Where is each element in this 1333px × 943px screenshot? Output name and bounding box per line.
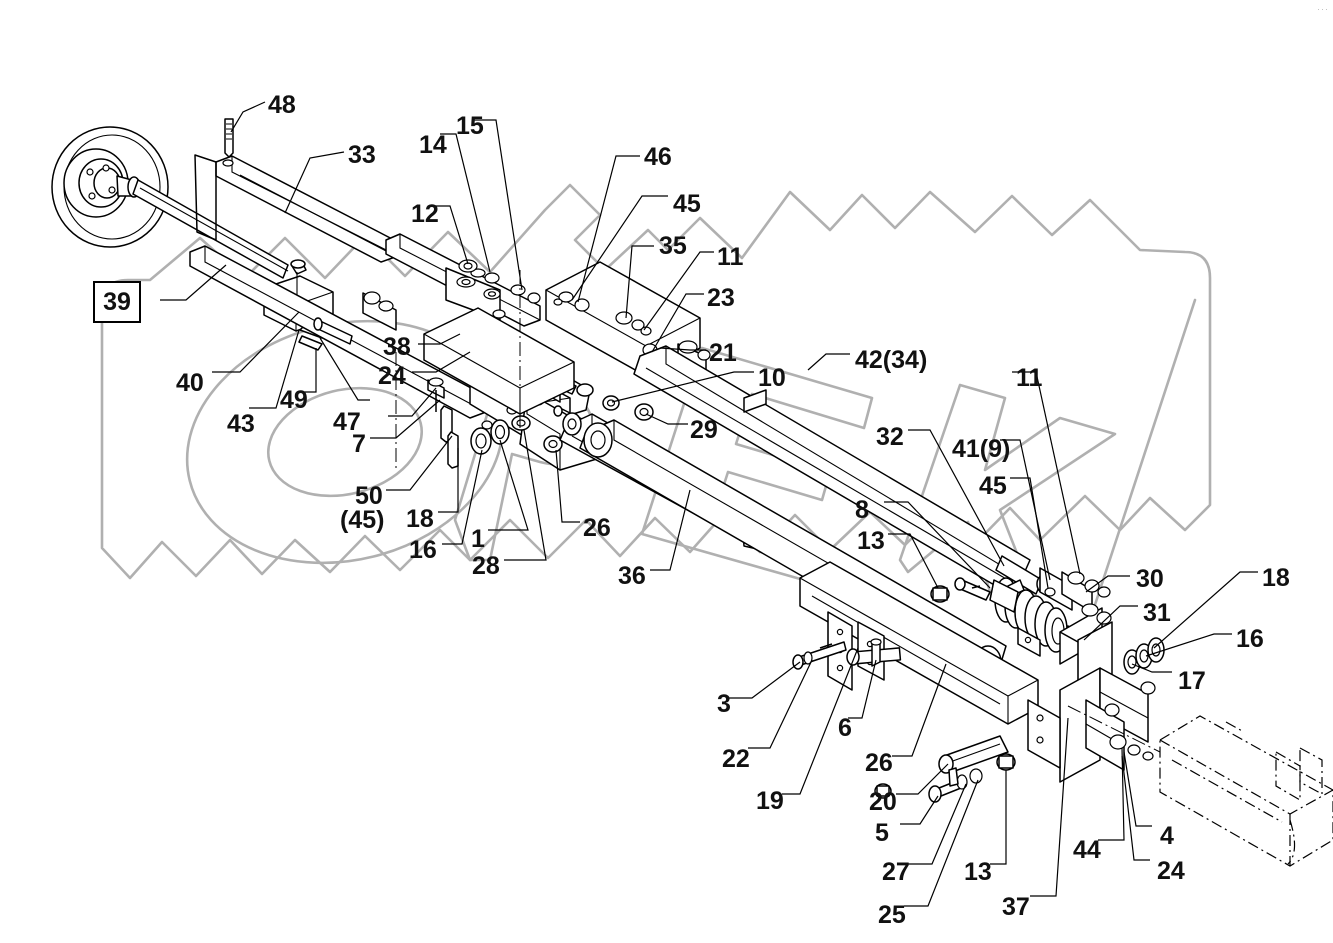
- callout-49: 49: [280, 386, 308, 414]
- callout-20: 20: [869, 788, 897, 816]
- callout-41-9: 41(9): [952, 435, 1011, 463]
- callout-11-a: 11: [717, 243, 744, 271]
- leader-lines: [160, 101, 1258, 907]
- callout-28: 28: [472, 552, 500, 580]
- callout-26-a: 26: [583, 514, 611, 542]
- callout-35: 35: [659, 232, 687, 260]
- watermark-opex: [100, 183, 1212, 622]
- callout-31: 31: [1143, 599, 1171, 627]
- callout-15: 15: [456, 112, 484, 140]
- corner-mark: ···: [1317, 4, 1329, 14]
- callout-16-b: 16: [1236, 625, 1264, 653]
- callout-16-a: 16: [409, 536, 437, 564]
- callout-24-b: 24: [1157, 857, 1185, 885]
- callout-40: 40: [176, 369, 204, 397]
- callout-43: 43: [227, 410, 255, 438]
- callout-46: 46: [644, 143, 672, 171]
- callout-13-a: 13: [857, 527, 885, 555]
- frame-beam: [792, 561, 1039, 725]
- callout-13-b: 13: [964, 858, 992, 886]
- callout-6: 6: [838, 714, 852, 742]
- callout-21: 21: [709, 339, 737, 367]
- callout-12: 12: [411, 200, 439, 228]
- callout-24-a: 24: [378, 362, 406, 390]
- callout-48: 48: [268, 91, 296, 119]
- callout-50: 50: [355, 482, 383, 510]
- callout-29: 29: [690, 416, 718, 444]
- callout-18-a: 18: [406, 505, 434, 533]
- spring-assembly: [930, 567, 1111, 661]
- callout-45-b: 45: [979, 472, 1007, 500]
- callout-8: 8: [855, 496, 869, 524]
- callout-18-b: 18: [1262, 564, 1290, 592]
- callout-33: 33: [348, 141, 376, 169]
- callout-45-a: 45: [673, 190, 701, 218]
- callout-37: 37: [1002, 893, 1030, 921]
- wheel-assembly: [51, 126, 289, 279]
- callout-25: 25: [878, 901, 906, 929]
- callout-30: 30: [1136, 565, 1164, 593]
- callout-22: 22: [722, 745, 750, 773]
- callout-5: 5: [875, 819, 889, 847]
- callout-44: 44: [1073, 836, 1101, 864]
- callout-42-34: 42(34): [855, 346, 928, 374]
- callout-27: 27: [882, 858, 910, 886]
- callout-14: 14: [419, 131, 447, 159]
- callout-17: 17: [1178, 667, 1206, 695]
- callout-23: 23: [707, 284, 735, 312]
- phantom-beam: [1159, 715, 1333, 867]
- callout-36: 36: [618, 562, 646, 590]
- callout-1: 1: [471, 525, 485, 553]
- callout-32: 32: [876, 423, 904, 451]
- callout-19: 19: [756, 787, 784, 815]
- callout-26-b: 26: [865, 749, 893, 777]
- callout-11-b: 11: [1016, 364, 1043, 392]
- callout-45-c: (45): [340, 506, 385, 534]
- callout-38: 38: [383, 333, 411, 361]
- callout-47: 47: [333, 408, 361, 436]
- lower-cylinder-group: [874, 735, 1016, 803]
- upper-rail-33: [194, 118, 399, 263]
- callout-4: 4: [1160, 822, 1174, 850]
- boxed-label-39: 39: [93, 281, 141, 323]
- callout-10: 10: [758, 364, 786, 392]
- callout-3: 3: [717, 690, 731, 718]
- callout-7: 7: [352, 430, 366, 458]
